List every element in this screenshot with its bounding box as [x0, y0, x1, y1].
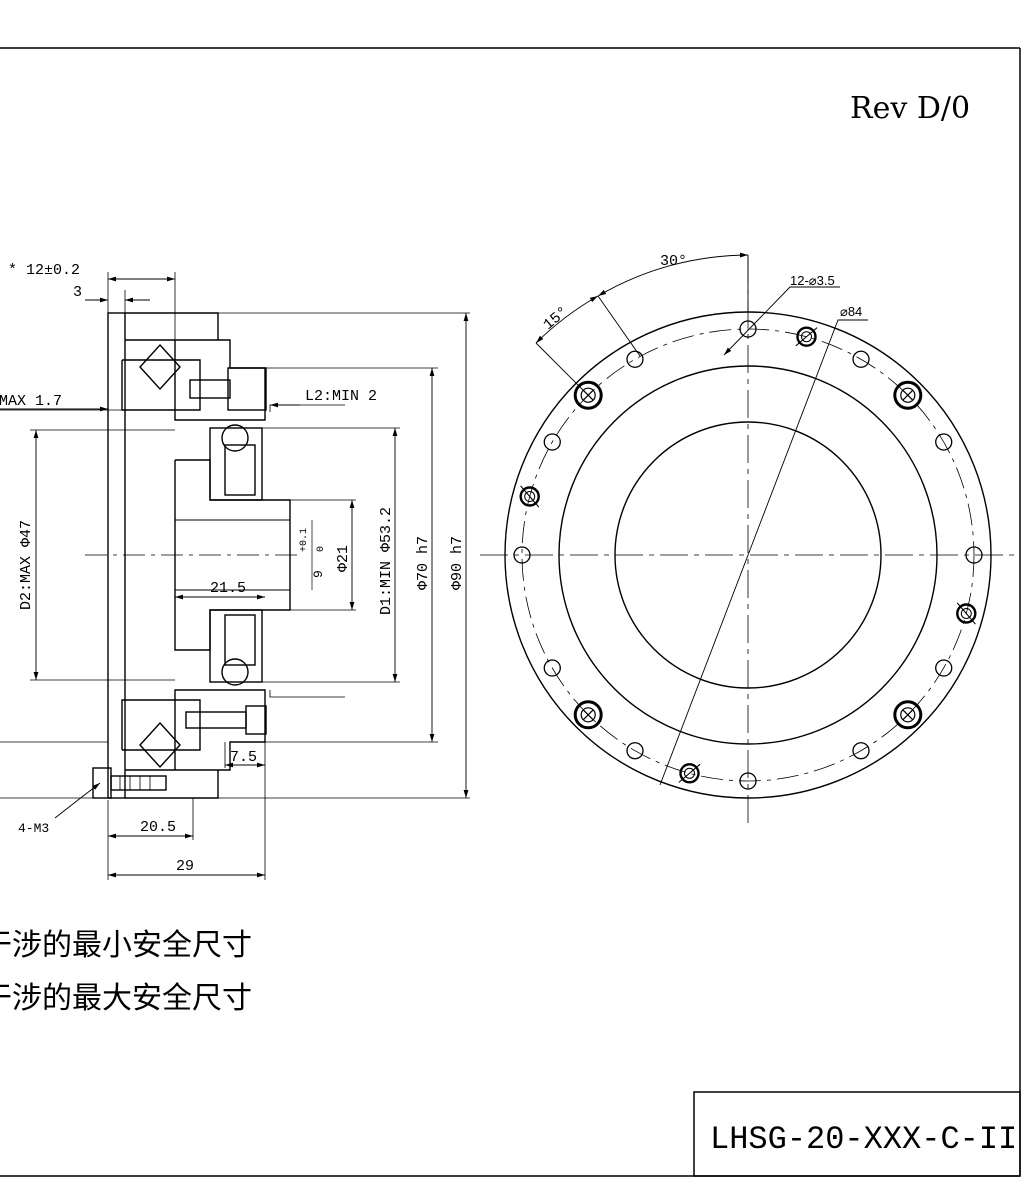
mount-hole [852, 742, 870, 760]
dim-l3: L3:MAX 1.7 [0, 393, 62, 410]
mount-hole [513, 546, 531, 564]
mount-hole [935, 659, 953, 677]
thread-hole [519, 485, 540, 508]
dim-12: * 12±0.2 [8, 262, 80, 279]
thread-hole [795, 326, 818, 347]
mount-hole [965, 546, 983, 564]
counterbore-hole [893, 700, 923, 730]
mount-hole [626, 350, 644, 368]
dim-d2: D2:MAX Φ47 [18, 520, 35, 610]
side-section-view [85, 312, 345, 799]
dim-3: 3 [73, 284, 82, 301]
dim-70: Φ70 h7 [415, 536, 432, 590]
side-extension-lines [0, 272, 470, 880]
front-view [480, 255, 1018, 825]
part-number: LHSG-20-XXX-C-II [710, 1121, 1017, 1158]
side-dimension-lines [0, 276, 469, 878]
front-dimension-lines [535, 252, 868, 786]
dim-29: 29 [176, 858, 194, 875]
mount-hole [626, 742, 644, 760]
revision-label: Rev D/0 [850, 91, 970, 126]
dim-9: 9 [311, 570, 326, 578]
dim-d1: D1:MIN Φ53.2 [378, 507, 395, 615]
thread-hole [956, 602, 977, 625]
title-block: LHSG-20-XXX-C-II [693, 1091, 1021, 1177]
mount-hole [935, 433, 953, 451]
dim-21: Φ21 [335, 545, 352, 572]
note-max-safe: 干涉的最大安全尺寸 [0, 981, 252, 1016]
angle-15: 15° [540, 303, 572, 333]
dim-20-5: 20.5 [140, 819, 176, 836]
counterbore-hole [573, 700, 603, 730]
tol-zero: 0 [316, 546, 327, 552]
counterbore-hole [573, 380, 603, 410]
pcd-callout: ⌀84 [840, 304, 862, 319]
mount-hole [543, 433, 561, 451]
note-min-safe: 干涉的最小安全尺寸 [0, 928, 252, 963]
mount-hole [739, 320, 757, 338]
dim-4m3: 4-M3 [18, 821, 49, 836]
mount-hole [852, 350, 870, 368]
mount-hole [543, 659, 561, 677]
pcd-circle [521, 328, 975, 782]
hole-pattern [513, 320, 983, 790]
dim-90: Φ90 h7 [449, 536, 466, 590]
hole-callout: 12-⌀3.5 [790, 273, 835, 288]
angle-30: 30° [660, 253, 687, 270]
counterbore-hole [893, 380, 923, 410]
dim-21-5: 21.5 [210, 580, 246, 597]
dim-7-5: 7.5 [230, 749, 257, 766]
tol-plus: +0.1 [299, 528, 310, 552]
dim-l2: L2:MIN 2 [305, 388, 377, 405]
thread-hole [678, 763, 701, 784]
mount-hole [739, 772, 757, 790]
